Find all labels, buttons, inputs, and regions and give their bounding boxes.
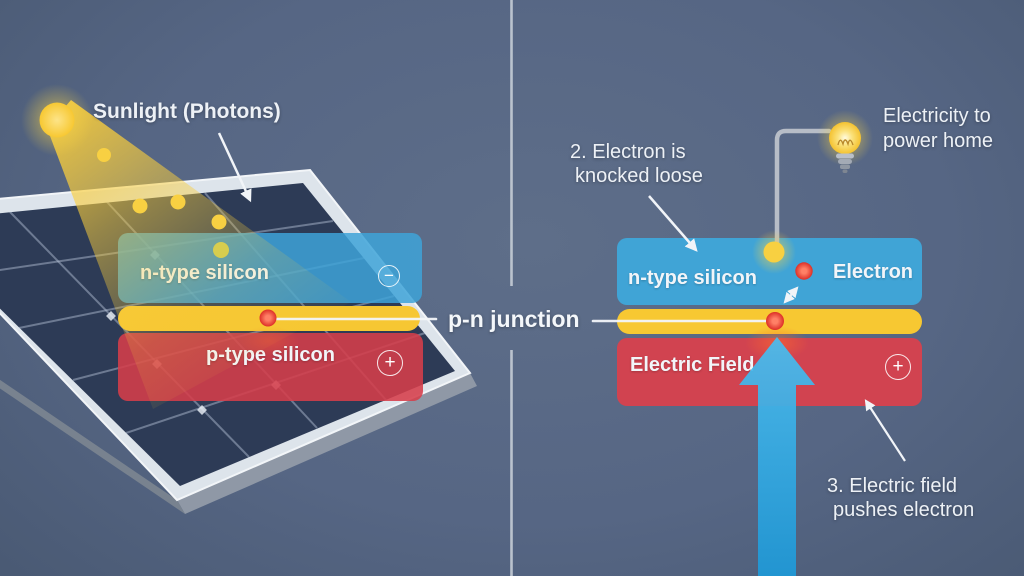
- positive-charge-badge-right: +: [885, 354, 911, 380]
- right-n-type-label: n-type silicon: [628, 267, 757, 289]
- step3-label-line1: 3. Electric field: [827, 475, 958, 497]
- electricity-label-line2: power home: [883, 130, 994, 152]
- negative-charge-badge: −: [378, 265, 400, 287]
- electricity-label: Electricity to power home: [883, 104, 993, 154]
- electric-field-label: Electric Field: [630, 354, 755, 376]
- positive-charge-badge-left: +: [377, 350, 403, 376]
- sunlight-label: Sunlight (Photons): [93, 100, 281, 123]
- step2-label-line2: knocked loose: [575, 165, 703, 187]
- step3-label-line2: pushes electron: [833, 499, 975, 521]
- step3-label: 3. Electric field pushes electron: [827, 474, 974, 522]
- electricity-label-line1: Electricity to: [883, 105, 991, 127]
- electron-label: Electron: [833, 261, 914, 283]
- pn-junction-label: p-n junction: [448, 306, 580, 332]
- step2-label-line1: 2. Electron is: [570, 141, 686, 163]
- step2-label: 2. Electron is knocked loose: [570, 140, 703, 188]
